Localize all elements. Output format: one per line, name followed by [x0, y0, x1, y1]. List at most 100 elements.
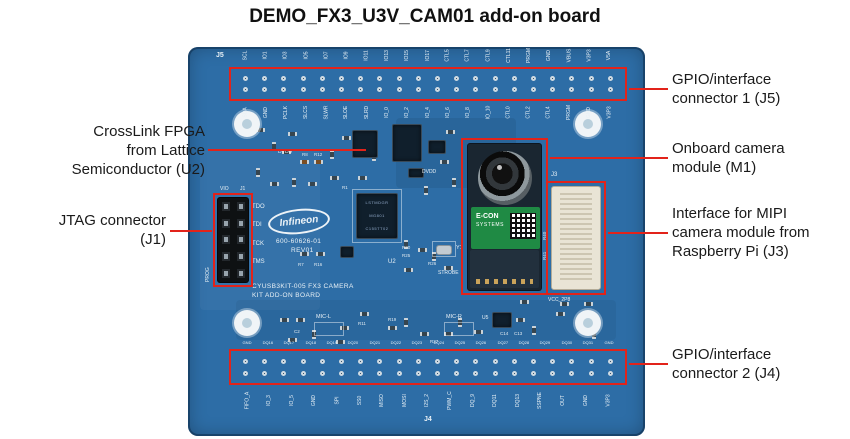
pin-label: GND [604, 340, 614, 346]
pin [236, 269, 245, 279]
pin-label: DQ25 [454, 340, 466, 346]
smd-component [312, 330, 316, 339]
pin-label: DQ18 [305, 340, 316, 346]
smd-component [282, 150, 291, 154]
smd-component [432, 252, 436, 261]
pin [435, 370, 441, 376]
pin [300, 87, 306, 92]
leader-fpga [208, 149, 366, 151]
pin-label: DQ17 [284, 340, 295, 346]
silkscreen-board-name-2: KIT ADD-ON BOARD [252, 292, 321, 299]
connector-contacts [560, 193, 592, 283]
refdes-label: R11 [358, 321, 366, 326]
jtag-connector [218, 198, 248, 282]
text-line: JTAG connector [58, 212, 166, 229]
silkscreen-outline [314, 322, 344, 336]
smd-component [292, 178, 296, 187]
pin [473, 370, 479, 376]
smd-component [458, 318, 462, 327]
pin [588, 370, 594, 376]
refdes-label: R25 [402, 253, 411, 258]
camera-brand-text: E-CON [476, 213, 499, 220]
refdes-label: R26 [428, 261, 437, 266]
pin [339, 76, 345, 81]
qr-code [510, 213, 536, 239]
pin-label: CTL9 [485, 48, 492, 62]
smd-component [556, 312, 565, 316]
pin [236, 252, 245, 262]
pin [319, 76, 325, 81]
pin [511, 358, 517, 364]
pin [396, 370, 402, 376]
refdes-label: R7 [298, 262, 304, 267]
silkscreen-tdi: TDI [252, 222, 262, 228]
smd-component [330, 176, 339, 180]
pin-label: CTL7 [464, 48, 471, 62]
ic-chip [352, 130, 378, 158]
camera-module-m1: E-CON SYSTEMS [467, 143, 542, 291]
pin [262, 87, 268, 92]
smd-component [330, 150, 334, 159]
pin [511, 87, 517, 92]
silkscreen-outline [352, 189, 402, 243]
pin [221, 269, 230, 279]
pin-label: FIFO_A [243, 391, 250, 409]
pin-label: DQ23 [412, 340, 423, 346]
pin-label: DQ11 [492, 393, 499, 407]
j4-pin-header [236, 355, 620, 379]
crystal-y1 [436, 245, 452, 255]
pin-label: I2S_2 [424, 393, 431, 407]
pin [377, 76, 383, 81]
pin-label: DQ19 [326, 340, 338, 346]
ic-chip [492, 312, 512, 328]
camera-lens [478, 151, 532, 205]
pin-label: CTL2 [525, 105, 532, 119]
pin [454, 358, 460, 364]
ic-chip [428, 140, 446, 154]
pin-label: IO_10 [485, 105, 492, 119]
text-line: Interface for MIPI [672, 205, 788, 222]
pin-label: DQ22 [390, 340, 402, 346]
refdes-label: R1 [342, 185, 348, 190]
pin-label: IO13 [384, 49, 391, 61]
mounting-hole [575, 111, 601, 137]
pin [358, 87, 364, 92]
pin-label: DQ30 [561, 340, 572, 346]
text-line: Semiconductor (U2) [71, 161, 205, 178]
pin-label: SCL [242, 50, 249, 60]
smd-component [404, 268, 413, 272]
refdes-label: C14 [500, 331, 509, 336]
pin [281, 358, 287, 364]
silkscreen-u2: U2 [388, 259, 396, 265]
highlight-box-j1 [213, 193, 253, 287]
pin [358, 76, 364, 81]
pin [473, 358, 479, 364]
highlight-box-j4 [229, 349, 627, 385]
pin-label: DQ31 [582, 340, 594, 346]
silkscreen-dvdd: DVDD [278, 149, 293, 155]
pin-label: IO_0 [384, 106, 391, 118]
silkscreen-mic-l: MIC-L [316, 314, 331, 320]
smd-component [316, 252, 325, 256]
smd-component [388, 326, 397, 330]
pin-label: DQ24 [433, 340, 444, 346]
pin [588, 87, 594, 92]
smd-component [424, 186, 428, 195]
pin-label: SLWR [323, 104, 330, 120]
pin-label: IO15 [404, 49, 411, 61]
pin-label: MOSI [401, 393, 408, 407]
silkscreen-outline [444, 322, 474, 336]
pin [300, 76, 306, 81]
silkscreen-u5: U5 [482, 315, 489, 321]
silkscreen-tms: TMS [252, 259, 265, 265]
annotation-jtag-label: JTAG connector(J1) [59, 211, 166, 249]
smd-component [404, 318, 408, 327]
j5-pin-header [236, 73, 620, 95]
